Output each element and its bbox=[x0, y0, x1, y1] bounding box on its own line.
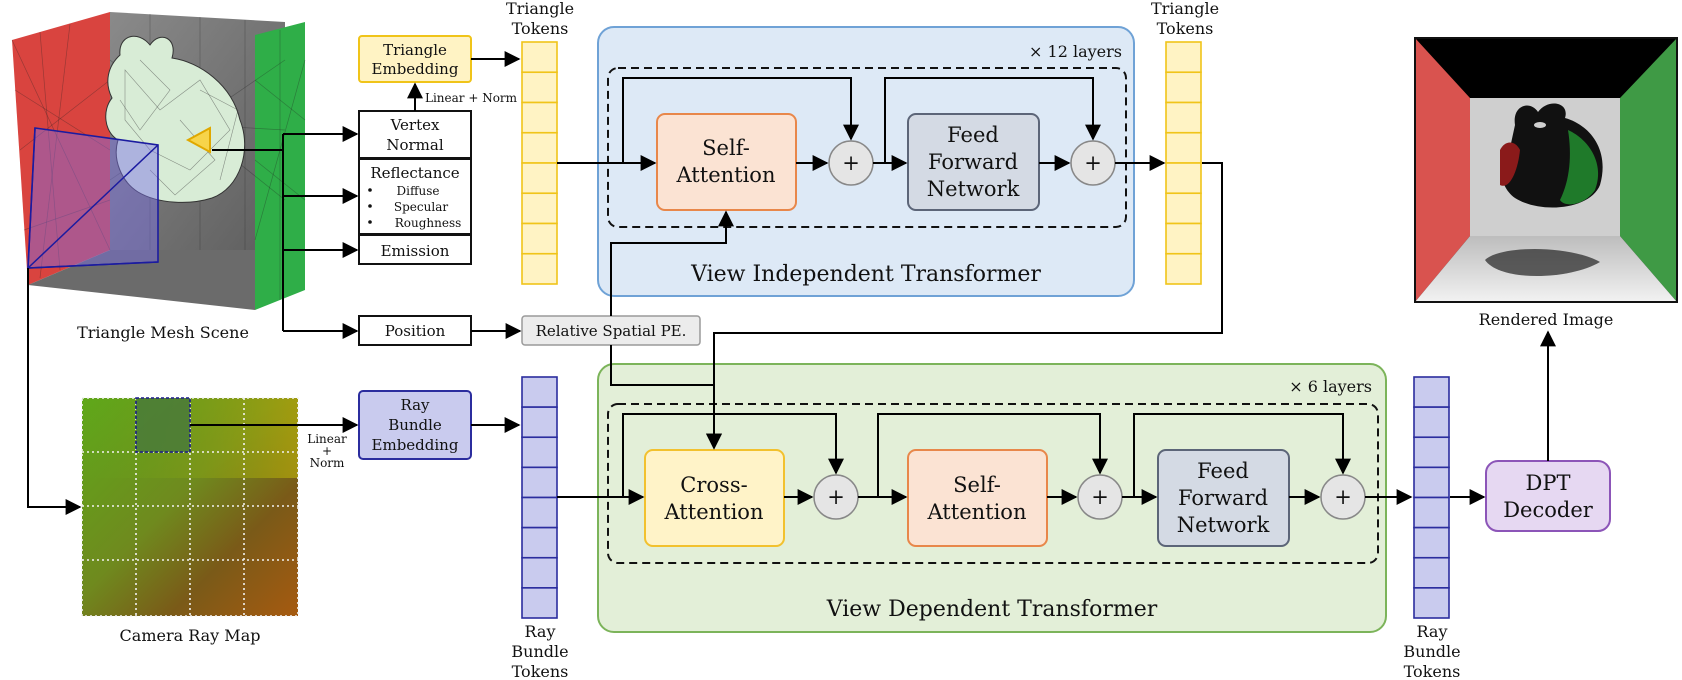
vit-layer-group bbox=[607, 67, 1127, 228]
ray-bundle-tokens-input bbox=[521, 376, 558, 619]
reflectance-item-diffuse: Diffuse bbox=[397, 184, 440, 198]
triangle-mesh-scene-illustration bbox=[11, 12, 306, 310]
linear-norm-bottom-label: Linear+Norm bbox=[307, 432, 347, 470]
vdt-self-attention-block bbox=[907, 449, 1048, 547]
reflectance-label: Reflectance bbox=[370, 164, 459, 182]
triangle-output-token-4 bbox=[1165, 131, 1202, 164]
emission-box bbox=[358, 234, 472, 265]
vdt-cross-attention-block bbox=[644, 449, 785, 547]
triangle-input-token-8 bbox=[521, 252, 558, 285]
triangle-output-token-8 bbox=[1165, 252, 1202, 285]
ray-bundle-tokens-output bbox=[1413, 376, 1450, 619]
emission-label: Emission bbox=[381, 242, 450, 260]
ray-output-token-7 bbox=[1413, 556, 1450, 589]
camera-frustum bbox=[27, 127, 159, 269]
ray-input-token-2 bbox=[521, 406, 558, 439]
triangle-input-token-3 bbox=[521, 101, 558, 134]
triangle-output-token-7 bbox=[1165, 222, 1202, 255]
highlighted-triangle bbox=[185, 126, 211, 154]
vdt-self-attention-label: Self-Attention bbox=[927, 473, 1027, 524]
ray-input-token-8 bbox=[521, 587, 558, 619]
triangle-input-token-6 bbox=[521, 192, 558, 225]
reflectance-box bbox=[358, 158, 472, 235]
position-label: Position bbox=[385, 322, 446, 340]
vdt-residual-add-2-symbol: + bbox=[1091, 485, 1109, 509]
triangle-tokens-input bbox=[521, 41, 558, 285]
ray-output-token-4 bbox=[1413, 466, 1450, 499]
vit-self-attention-block bbox=[656, 113, 797, 211]
mesh-right-wall bbox=[255, 22, 305, 310]
connectors bbox=[27, 51, 1556, 515]
selected-ray-patch bbox=[135, 397, 191, 453]
triangle-output-token-1 bbox=[1165, 41, 1202, 74]
ray-output-token-3 bbox=[1413, 436, 1450, 469]
vit-title: View Independent Transformer bbox=[690, 262, 1041, 287]
rendered-image-illustration bbox=[1414, 37, 1678, 303]
triangle-input-token-4 bbox=[521, 131, 558, 164]
triangle-input-token-2 bbox=[521, 71, 558, 104]
vit-residual-add-2-symbol: + bbox=[1084, 151, 1102, 175]
ray-input-token-6 bbox=[521, 526, 558, 559]
vit-residual-add-1-symbol: + bbox=[842, 151, 860, 175]
ray-input-token-7 bbox=[521, 556, 558, 589]
camera-ray-map-label: Camera Ray Map bbox=[120, 626, 261, 645]
vdt-residual-add-3-symbol: + bbox=[1334, 485, 1352, 509]
ray-output-token-8 bbox=[1413, 587, 1450, 619]
vit-layers-count: × 12 layers bbox=[1029, 42, 1122, 61]
triangle-tokens-output bbox=[1165, 41, 1202, 285]
ray-input-token-4 bbox=[521, 466, 558, 499]
triangle-output-token-2 bbox=[1165, 71, 1202, 104]
ray-output-token-5 bbox=[1413, 496, 1450, 529]
triangle-input-token-1 bbox=[521, 41, 558, 74]
linear-norm-top-label: Linear + Norm bbox=[425, 91, 518, 105]
vdt-layers-count: × 6 layers bbox=[1289, 377, 1372, 396]
ray-output-token-2 bbox=[1413, 406, 1450, 439]
position-box bbox=[358, 315, 472, 346]
triangle-input-token-7 bbox=[521, 222, 558, 255]
vdt-title: View Dependent Transformer bbox=[826, 597, 1158, 622]
ray-output-token-1 bbox=[1413, 376, 1450, 408]
reflectance-item-roughness: Roughness bbox=[395, 216, 462, 230]
triangle-mesh-scene-label: Triangle Mesh Scene bbox=[77, 323, 249, 342]
vdt-layer-group bbox=[607, 403, 1379, 564]
vdt-residual-add-1-symbol: + bbox=[827, 485, 845, 509]
triangle-output-token-5 bbox=[1165, 162, 1202, 195]
vit-self-attention-label: Self-Attention bbox=[676, 136, 776, 187]
vdt-cross-attention-label: Cross-Attention bbox=[664, 473, 764, 524]
ray-input-token-3 bbox=[521, 436, 558, 469]
camera-ray-map-illustration bbox=[81, 397, 299, 617]
triangle-output-token-6 bbox=[1165, 192, 1202, 225]
reflectance-item-specular: Specular bbox=[394, 200, 448, 214]
ray-input-token-5 bbox=[521, 496, 558, 529]
ray-input-token-1 bbox=[521, 376, 558, 408]
mesh-left-wall bbox=[12, 12, 110, 285]
relative-spatial-pe-label: Relative Spatial PE. bbox=[536, 322, 687, 340]
rendered-image-label: Rendered Image bbox=[1479, 310, 1614, 329]
ray-output-token-6 bbox=[1413, 526, 1450, 559]
triangle-output-token-3 bbox=[1165, 101, 1202, 134]
triangle-input-token-5 bbox=[521, 162, 558, 195]
reflectance-bullets bbox=[368, 188, 372, 224]
